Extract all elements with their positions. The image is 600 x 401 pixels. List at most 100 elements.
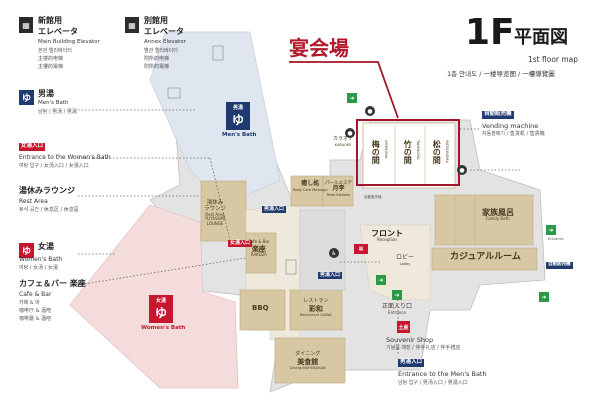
- mens-bath-map-icon: 男湯 ゆ: [226, 102, 250, 130]
- mens-entrance-en: Entrance to the Men's Bath: [398, 370, 487, 378]
- restroom-icon: ●: [457, 165, 467, 175]
- rest-area-sub: 휴식 공간 / 休息区 / 休息區: [19, 207, 79, 213]
- casual-room-label: カジュアルルーム: [450, 252, 521, 262]
- mens-bath-map-en: Men's Bath: [222, 132, 257, 138]
- elevator-icon: ▦: [19, 17, 33, 33]
- womens-bath-sub: 여탕 / 女汤 / 女湯: [19, 265, 58, 271]
- souvenir-sub: 기념품 매장 / 伴手礼店 / 伴手禮店: [386, 345, 461, 351]
- room-matsu-jp: 松の間: [432, 140, 442, 164]
- wheelchair-icon: ♿: [329, 248, 339, 258]
- lounge-area: [200, 180, 247, 242]
- annex-elevator-en: Annex Elevator: [144, 39, 186, 45]
- cafe-label: Cafe & Bar 楽座 RAKUZA: [248, 239, 270, 257]
- banquet-room-take: 竹の間: [403, 140, 412, 164]
- cafe-map-en2: RAKUZA: [250, 251, 267, 257]
- vending-en: Vending machine: [482, 122, 539, 130]
- pearl-en: Pearl Esthetic: [326, 193, 351, 198]
- restaurant-map-jp: レストラン: [303, 298, 329, 304]
- elevator-map-icon: ▦: [354, 244, 368, 254]
- banquet-highlight: [356, 119, 460, 186]
- womens-bath-jp: 女湯: [38, 242, 54, 251]
- banquet-title: 宴会場: [289, 36, 349, 60]
- restaurant-label: レストラン 彩和 Restaurant SAIWA: [300, 298, 332, 317]
- rest-area-en: Rest Area: [19, 198, 48, 205]
- cafe-map-en: Cafe & Bar: [248, 239, 270, 244]
- womens-bath-map-jp: 女湯: [155, 298, 166, 304]
- womens-bath-icon: ゆ: [19, 243, 34, 258]
- mens-bath-map-yu: ゆ: [231, 113, 244, 127]
- vending-badge: 自動販売機: [482, 111, 514, 119]
- cafe-map-jp: 楽座: [251, 244, 266, 253]
- leader-lines: [77, 109, 520, 355]
- karaoke-en: KARAOKE: [334, 142, 352, 147]
- mens-bath-sub: 남탕 / 男汤 / 男湯: [38, 109, 77, 115]
- banquet-room-take-en: TAKENOMA: [416, 140, 421, 160]
- banquet-room-matsu: 松の間: [432, 140, 441, 164]
- lounge-jp1: 湯休み: [206, 200, 224, 206]
- lobby-jp: ロビー: [396, 254, 415, 261]
- entrance-small-label: Entrance: [548, 237, 564, 241]
- family-bath-jp: 家族風呂: [482, 208, 514, 217]
- karaoke-jp: カラオケ: [333, 136, 354, 142]
- elevator-icon: ▦: [125, 17, 139, 33]
- womens-bath-map-en: Women's Bath: [141, 325, 186, 331]
- karaoke-label: カラオケ KARAOKE: [333, 136, 354, 147]
- banquet-room-ume: 梅の間: [371, 140, 380, 164]
- lounge-jp2: ラウンジ: [204, 206, 227, 213]
- mens-bath-map-jp: 男湯: [232, 105, 243, 111]
- dining-label: ダイニング 美食館 Dining BISHOKUKAN: [290, 351, 325, 370]
- pearl-label: パールエステ 月李 Pearl Esthetic: [325, 181, 352, 197]
- womens-entrance-sub: 여탕 입구 / 女汤入口 / 女湯入口: [19, 163, 89, 169]
- main-elevator-zh2: 主樓的電梯: [38, 64, 64, 70]
- souvenir-icon: 土産: [397, 321, 410, 333]
- womens-entrance-en: Entrance to the Women's Bath: [19, 154, 111, 161]
- annex-elevator-zh1: 附所的电梯: [144, 56, 170, 62]
- family-bath-area: [434, 194, 534, 246]
- title-floor: 1F: [465, 12, 515, 53]
- lounge-label: 湯休み ラウンジ Rest Area YUYASUMI LOUNGE: [204, 200, 226, 226]
- pearl-area: [322, 175, 354, 207]
- cafe-sub3: 咖啡廳 & 酒吧: [19, 316, 52, 322]
- lounge-en3: LOUNGE: [206, 220, 224, 226]
- iyashi-jp: 癒し処: [301, 180, 320, 187]
- womens-bath-map-icon: 女湯 ゆ: [149, 295, 173, 323]
- exit-icon: ➜: [546, 225, 556, 235]
- womens-entrance-badge: 女湯入口: [19, 143, 46, 151]
- stairs-icons: [167, 45, 297, 275]
- mens-entrance-badge: 男湯入口: [398, 359, 425, 367]
- main-elevator-en: Main Building Elevator: [38, 39, 100, 45]
- vending-sub: 자동판매기 / 售货机 / 售貨機: [482, 131, 545, 137]
- lounge-en2: YUYASUMI: [204, 216, 226, 222]
- main-elevator-jp2: エレベータ: [38, 27, 78, 36]
- vending-small-label: 自動販売機: [364, 195, 382, 199]
- restaurant-area: [289, 289, 343, 331]
- banquet-area: [362, 122, 456, 189]
- banquet-room-matsu-en: MATSUNOMA: [445, 140, 450, 163]
- womens-bath-en: Women's Bath: [19, 256, 63, 263]
- bbq-label: BBQ: [252, 304, 269, 312]
- mens-bath-en: Men's Bath: [38, 100, 69, 106]
- front-label: フロント Reception: [371, 229, 403, 243]
- exit-icon: ➜: [392, 290, 402, 300]
- pearl-jp1: パールエステ: [325, 181, 352, 186]
- cafe-area: [245, 232, 277, 274]
- dining-map-jp1: ダイニング: [295, 351, 321, 357]
- banquet-room-ume-en: UMENOMA: [384, 140, 389, 159]
- mens-bath-jp: 男湯: [38, 89, 54, 98]
- mens-entrance-map-1: 男湯入口: [262, 206, 287, 213]
- room-ume-jp: 梅の間: [371, 140, 381, 164]
- cafe-sub2: 咖啡厅 & 酒吧: [19, 308, 52, 314]
- exit-icon: ➜: [539, 292, 549, 302]
- cafe-en: Cafe & Bar: [19, 291, 52, 298]
- exit-icon: ➜: [347, 93, 357, 103]
- bbq-area: [239, 289, 286, 331]
- main-elevator-jp: 新館用: [38, 16, 62, 25]
- annex-elevator-jp: 別館用: [144, 16, 168, 25]
- vending-map-badge: 自動販売機: [546, 262, 573, 269]
- lobby-en: Lobby: [399, 261, 411, 266]
- front-en: Reception: [377, 237, 397, 243]
- womens-entrance-map: 女湯入口: [228, 240, 253, 247]
- family-bath-label: 家族風呂 Family Bath: [482, 208, 514, 222]
